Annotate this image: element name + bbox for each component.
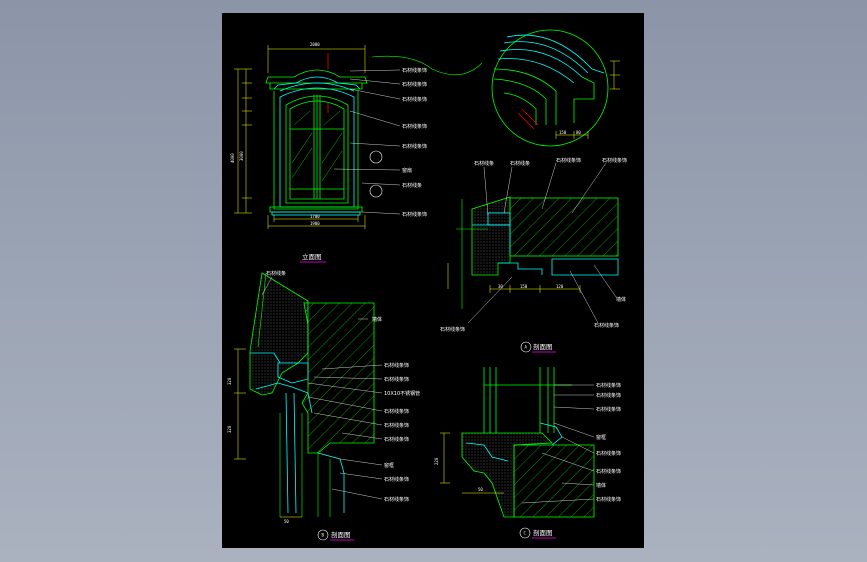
section-c-marker (519, 527, 531, 539)
section-c-title: 剖面图 (533, 528, 553, 537)
drawing-sheet: 2000 4000 3000 (222, 13, 644, 548)
section-a-title: 剖面图 (533, 342, 553, 351)
section-a-label-5: 石材线条饰 (594, 322, 619, 329)
section-a-label-2: 石材线条饰 (556, 157, 581, 164)
section-b-label-2: 石材线条饰 (384, 362, 409, 369)
section-a-label-6: 石材线条饰 (440, 326, 465, 333)
section-b-label-5: 石材线条饰 (384, 408, 409, 415)
section-a-label-4: 墙体 (616, 296, 626, 303)
section-b-label-3: 石材线条饰 (384, 376, 409, 383)
section-b-label-8: 窗框 (384, 462, 394, 469)
section-b-dim-2: 50 (284, 519, 289, 524)
window-pediment (265, 69, 368, 92)
section-c-label-1: 石材线条饰 (596, 392, 621, 399)
section-b-dim-0: 320 (227, 377, 232, 385)
section-c-label-6: 墙体 (596, 482, 606, 489)
section-a-label-1: 石材线条 (510, 160, 530, 167)
elevation-view: 2000 4000 3000 (230, 42, 427, 263)
elevation-left-dimension (234, 68, 252, 214)
detail-dim-1: 80 (576, 130, 581, 135)
section-a-wall (509, 197, 619, 257)
section-c-label-7: 石材线条饰 (596, 496, 621, 503)
enlarged-detail: 150 80 (371, 29, 620, 147)
section-a-label-3: 石材线条饰 (602, 157, 627, 164)
section-c-view: 220 50 石材线条饰 石材线条饰 石材线条饰 窗框 石材线条饰 石材线条饰 … (434, 367, 621, 539)
section-a-view: 30 150 120 石材线条 石材线条 石材线条饰 石材线条饰 墙体 石材线条… (440, 157, 627, 353)
section-b-number: B (322, 533, 325, 538)
section-c-sill (461, 432, 553, 518)
elev-label-3: 石材线条饰 (402, 123, 427, 130)
section-b-label-0: 石材线条 (266, 270, 286, 277)
section-c-dim-1: 50 (478, 487, 483, 492)
section-b-label-7: 石材线条饰 (384, 436, 409, 443)
detail-dim-0: 150 (559, 130, 567, 135)
section-b-label-10: 石材线条饰 (384, 496, 409, 503)
section-b-dim-1: 320 (227, 425, 232, 433)
section-c-number: C (524, 531, 527, 536)
elev-label-7: 石材线条饰 (402, 211, 427, 218)
section-b-marker (317, 529, 329, 541)
section-b-label-1: 墙体 (372, 316, 382, 323)
elev-label-6: 石材线条 (402, 182, 422, 189)
section-c-label-4: 石材线条饰 (596, 450, 621, 457)
window-frame (273, 87, 359, 210)
callout-circle-2 (369, 184, 383, 198)
window-sill (269, 206, 363, 216)
elev-label-1: 石材线条饰 (402, 81, 427, 88)
section-a-dim-2: 120 (556, 284, 564, 289)
elev-label-5: 窗扇 (402, 167, 412, 174)
section-b-cornice (249, 272, 309, 396)
section-c-label-0: 石材线条饰 (596, 382, 621, 389)
section-c-label-3: 窗框 (596, 434, 606, 441)
section-a-label-0: 石材线条 (474, 160, 494, 167)
section-c-label-2: 石材线条饰 (596, 406, 621, 413)
window-glass-hatch (291, 110, 343, 182)
section-b-label-4: 10X10不锈钢管 (384, 390, 420, 397)
dim-left-mid: 3000 (239, 151, 244, 161)
elev-label-4: 石材线条饰 (402, 143, 427, 150)
section-a-marker (520, 341, 532, 353)
callout-circle-1 (369, 150, 383, 164)
section-b-label-9: 石材线条饰 (384, 476, 409, 483)
cad-drawing: 2000 4000 3000 (227, 29, 627, 541)
elev-label-0: 石材线条饰 (402, 67, 427, 74)
section-c-wall (513, 444, 595, 518)
elevation-bottom-dimension (267, 215, 366, 229)
section-c-dim-0: 220 (434, 457, 439, 465)
elevation-leaders (333, 69, 401, 215)
section-a-dim-0: 30 (498, 284, 503, 289)
section-b-label-6: 石材线条饰 (384, 422, 409, 429)
elev-label-2: 石材线条饰 (402, 96, 427, 103)
dim-left-total: 4000 (230, 153, 235, 163)
section-b-title: 剖面图 (331, 530, 351, 539)
section-c-label-5: 石材线条饰 (596, 468, 621, 475)
dim-top: 2000 (310, 42, 320, 47)
section-b-view: 320 320 50 石材线条 墙体 石材线条饰 石材线条饰 10X10不锈钢管… (227, 270, 420, 541)
dim-bottom-outer: 1900 (310, 221, 320, 226)
dim-bottom-inner: 1700 (310, 214, 320, 219)
elevation-top-dimension (267, 45, 366, 73)
section-a-number: A (525, 345, 528, 350)
section-b-wall (301, 302, 375, 454)
section-a-dim-1: 150 (520, 284, 528, 289)
elevation-title: 立面图 (302, 252, 322, 261)
